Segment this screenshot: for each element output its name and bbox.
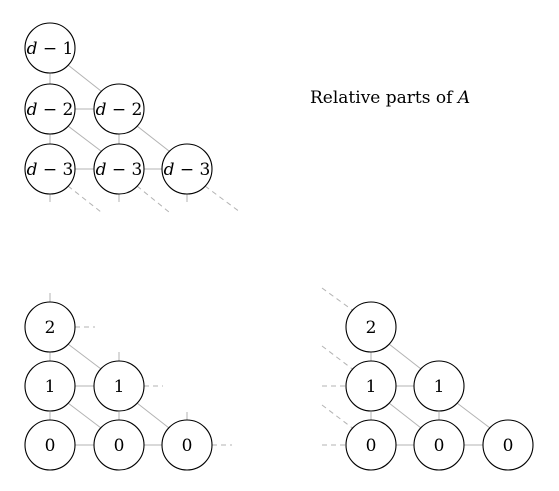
node: 1 — [345, 360, 397, 412]
node: 0 — [24, 419, 76, 471]
edge — [67, 343, 102, 370]
caption-symbol: A — [457, 88, 471, 108]
node: 2 — [345, 301, 397, 353]
node: 2 — [24, 301, 76, 353]
node-label: 0 — [503, 436, 514, 456]
caption: Relative parts of A — [310, 88, 470, 108]
node: d − 3 — [93, 143, 145, 195]
edge-dashed — [136, 185, 170, 213]
edge — [67, 125, 102, 152]
edge-dashed — [204, 185, 241, 213]
node-label: d − 2 — [96, 100, 143, 120]
edge-dashed — [67, 185, 102, 213]
node: d − 3 — [161, 143, 213, 195]
node: 0 — [161, 419, 213, 471]
node: 0 — [345, 419, 397, 471]
node-label: d − 1 — [27, 39, 74, 59]
node: 1 — [24, 360, 76, 412]
node-label: 1 — [366, 377, 377, 397]
node: 1 — [413, 360, 465, 412]
node-label: d − 3 — [164, 160, 211, 180]
node-label: 2 — [45, 318, 56, 338]
bottom-left-diagram: 2 1 1 0 0 0 — [24, 293, 232, 471]
node: 0 — [93, 419, 145, 471]
node: d − 2 — [24, 83, 76, 135]
node-label: d − 3 — [27, 160, 74, 180]
edge — [67, 64, 102, 92]
node-label: 1 — [45, 377, 56, 397]
node-label: d − 3 — [96, 160, 143, 180]
node-label: 2 — [366, 318, 377, 338]
node: 0 — [413, 419, 465, 471]
node: d − 1 — [24, 22, 76, 74]
node-label: 0 — [45, 436, 56, 456]
edge-dashed — [321, 345, 356, 372]
node-label: 0 — [366, 436, 377, 456]
node: d − 2 — [93, 83, 145, 135]
node: 1 — [93, 360, 145, 412]
edge — [456, 402, 491, 429]
node: 0 — [482, 419, 534, 471]
top-diagram: d − 1 d − 2 d − 2 d − 3 d − 3 d − 3 — [24, 22, 241, 213]
node-label: 0 — [434, 436, 445, 456]
edge — [136, 402, 170, 429]
edge — [67, 402, 102, 429]
node: d − 3 — [24, 143, 76, 195]
caption-text: Relative parts of — [310, 88, 458, 108]
edge — [136, 125, 170, 152]
node-label: 0 — [182, 436, 193, 456]
edge — [388, 402, 422, 429]
edge — [388, 343, 422, 370]
edge-dashed — [321, 287, 356, 313]
node-label: 0 — [114, 436, 125, 456]
bottom-right-diagram: 2 1 1 0 0 0 — [321, 287, 534, 471]
node-label: 1 — [434, 377, 445, 397]
edge-dashed — [321, 404, 356, 431]
node-label: d − 2 — [27, 100, 74, 120]
node-label: 1 — [114, 377, 125, 397]
